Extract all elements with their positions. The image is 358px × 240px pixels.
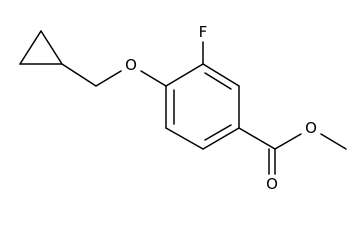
ring-carbonyl-bond [238, 127, 276, 150]
ester-oxygen-atom-label: O [305, 119, 317, 137]
molecule-drawing: F O O O [19, 23, 347, 193]
ring-bond [165, 127, 204, 150]
oxygen-methyl-bond [320, 133, 347, 150]
ester-oxygen-bond [274, 133, 302, 150]
cyclopropyl-ch2-bond [61, 63, 97, 87]
ring-bond [202, 127, 240, 150]
ring-bond [202, 63, 240, 87]
cyclopropyl-bond [19, 30, 42, 65]
structure-canvas: F O O O [19, 23, 347, 193]
ring-inner-double-bond [204, 124, 232, 141]
cyclopropyl-bond [40, 30, 63, 65]
carbonyl-oxygen-atom-label: O [266, 175, 278, 193]
ether-oxygen-atom-label: O [125, 56, 137, 74]
fluorine-atom-label: F [199, 23, 208, 41]
ring-inner-double-bond [204, 72, 232, 90]
oxygen-ring-bond [140, 70, 167, 87]
ch2-oxygen-bond [95, 70, 122, 87]
ring-bond [165, 63, 204, 87]
